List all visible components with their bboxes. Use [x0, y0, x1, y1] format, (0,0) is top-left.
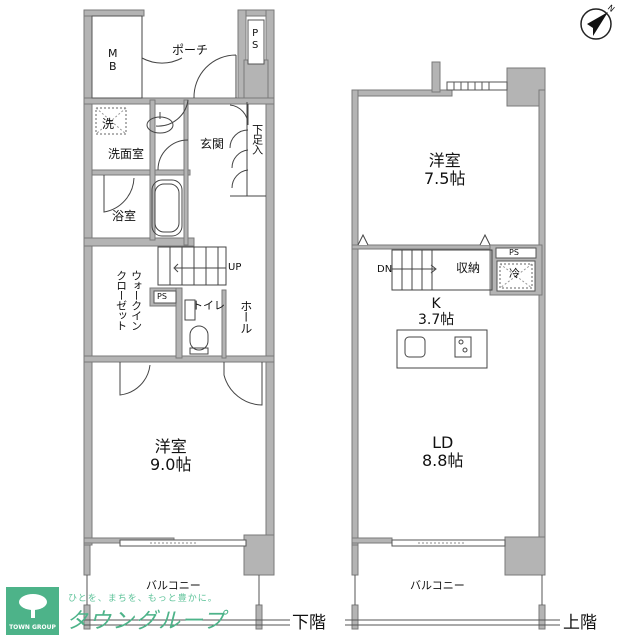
brand-name: タウングループ — [66, 609, 226, 634]
tagline: ひとを、まちを、もっと豊かに。 — [68, 594, 218, 604]
washer-label: 洗 — [102, 117, 115, 131]
room-size: 8.8帖 — [422, 451, 464, 471]
tree-icon — [19, 594, 47, 618]
shoe-storage-label: 下足入 — [250, 124, 264, 154]
room-name: 洋室 — [154, 437, 187, 456]
ps-upper-label: PS — [509, 248, 519, 257]
stairs-down-label: DN — [377, 264, 393, 275]
ld-label: LD 8.8帖 — [422, 433, 464, 471]
bathroom-label: 浴室 — [112, 209, 137, 223]
kitchen-label: K 3.7帖 — [418, 296, 454, 328]
hall-label: ホール — [238, 300, 253, 333]
ps-mid-label: PS — [157, 292, 167, 301]
storage-label: 収納 — [456, 261, 481, 275]
ps-p: P — [252, 28, 259, 39]
wic-label-1: ウォークイン — [129, 270, 143, 330]
room-name: 洋室 — [428, 151, 461, 170]
room-size: 7.5帖 — [424, 169, 466, 189]
western-room-lower-label: 洋室 9.0帖 — [150, 437, 192, 475]
floor-upper-label: 上階 — [563, 613, 597, 633]
balcony-upper-label: バルコニー — [410, 579, 465, 592]
porch-label: ポーチ — [172, 43, 209, 57]
room-name: LD — [432, 433, 454, 452]
stairs-up-label: UP — [228, 262, 242, 273]
fridge-label: 冷 — [509, 267, 520, 280]
western-room-upper-label: 洋室 7.5帖 — [424, 151, 466, 189]
mb-b: B — [108, 59, 117, 73]
ps-top-label: P S — [252, 28, 258, 51]
logo-text: TOWN GROUP — [9, 624, 56, 631]
washroom-label: 洗面室 — [108, 147, 145, 161]
room-name: K — [431, 296, 441, 312]
ps-s: S — [252, 39, 259, 51]
toilet-label: トイレ — [192, 299, 225, 312]
room-size: 9.0帖 — [150, 455, 192, 475]
mb-m: M — [108, 47, 118, 60]
room-size: 3.7帖 — [418, 312, 455, 329]
wic-label-2: クローゼット — [114, 270, 128, 330]
entrance-label: 玄関 — [200, 137, 225, 151]
floor-lower-label: 下階 — [292, 613, 326, 633]
mb-label: M B — [108, 47, 118, 73]
balcony-lower-label: バルコニー — [146, 579, 201, 592]
